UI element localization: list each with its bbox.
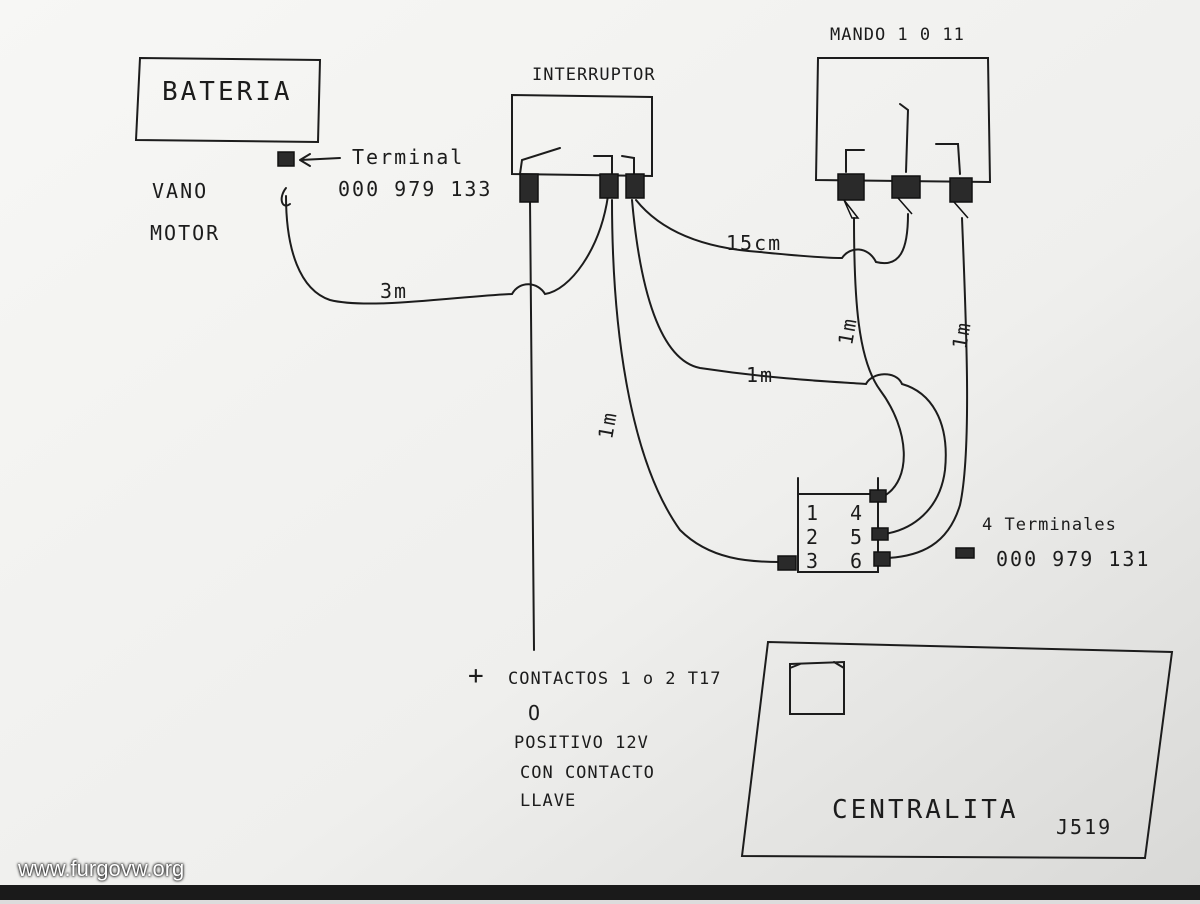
battery-terminal: [277, 151, 295, 167]
remote-terminal-2: [891, 175, 921, 199]
terminal-code: 000 979 133: [338, 177, 492, 201]
pin5-terminal: [871, 527, 889, 541]
remote-terminal-3: [949, 177, 973, 203]
watermark: www.furgovw.org: [18, 856, 185, 881]
switch-box: [511, 93, 653, 178]
remote-label: MANDO 1 0 11: [830, 25, 965, 45]
positive-note-line-4: CON CONTACTO: [520, 763, 655, 783]
battery-box: [134, 56, 322, 144]
remote-contacts: [845, 103, 961, 175]
positive-note-line-1: CONTACTOS 1 o 2 T17: [508, 669, 721, 689]
battery-label: BATERIA: [162, 77, 293, 107]
pin4-terminal: [869, 489, 887, 503]
wire-switch-remote: [635, 199, 909, 265]
terminals-code: 000 979 131: [996, 547, 1150, 571]
wire-remote-pin6: [887, 217, 969, 559]
pin6-terminal: [873, 551, 891, 567]
wire-length-3m: 3m: [380, 279, 408, 303]
location-label-2: MOTOR: [150, 221, 220, 245]
wire-remote-pin4: [853, 217, 905, 497]
pin-5: 5: [850, 525, 864, 549]
paper-sheet: [0, 0, 1200, 885]
positive-sign: +: [468, 661, 487, 691]
wire-switch-pin5: [631, 199, 947, 535]
location-label-1: VANO: [152, 179, 208, 203]
wire-length-1m-horizontal: 1m: [746, 363, 774, 387]
terminal-leads: [843, 197, 969, 219]
wire-length-1m-remote-b: 1m: [947, 319, 976, 351]
wire-length-1m-remote-a: 1m: [833, 315, 862, 347]
table-edge: [0, 885, 1200, 900]
switch-terminal-2: [599, 173, 619, 199]
positive-note-line-2: O: [528, 701, 542, 725]
pin-3: 3: [806, 549, 820, 573]
pin-6: 6: [850, 549, 864, 573]
ecu-label: CENTRALITA: [832, 795, 1019, 825]
legend-terminal-swatch: [955, 547, 975, 559]
switch-label: INTERRUPTOR: [532, 65, 656, 85]
pin-2: 2: [806, 525, 820, 549]
wire-length-1m-left: 1m: [593, 409, 622, 441]
terminal-arrow: [299, 153, 341, 167]
switch-terminal-3: [625, 173, 645, 199]
positive-note-line-5: LLAVE: [520, 791, 576, 811]
battery-lead: [280, 187, 291, 207]
ecu-socket: [789, 660, 845, 715]
terminals-label: 4 Terminales: [982, 515, 1117, 535]
pin-1: 1: [806, 501, 820, 525]
terminal-label: Terminal: [352, 145, 464, 169]
positive-note-line-3: POSITIVO 12V: [514, 733, 649, 753]
wire-length-15cm: 15cm: [726, 231, 782, 255]
remote-box: [814, 57, 992, 184]
remote-terminal-1: [837, 173, 865, 201]
wire-battery-switch: [285, 195, 609, 305]
wire-switch-pin3: [611, 199, 781, 563]
connector-box: [797, 493, 879, 573]
switch-contacts: [519, 147, 635, 177]
ecu-box: [740, 640, 1174, 860]
wire-positive-feed: [529, 199, 535, 651]
switch-terminal-1: [519, 173, 539, 203]
ecu-socket-detail: [789, 661, 845, 669]
pin-4: 4: [850, 501, 864, 525]
pin3-terminal: [777, 555, 797, 571]
ecu-code: J519: [1056, 815, 1112, 839]
